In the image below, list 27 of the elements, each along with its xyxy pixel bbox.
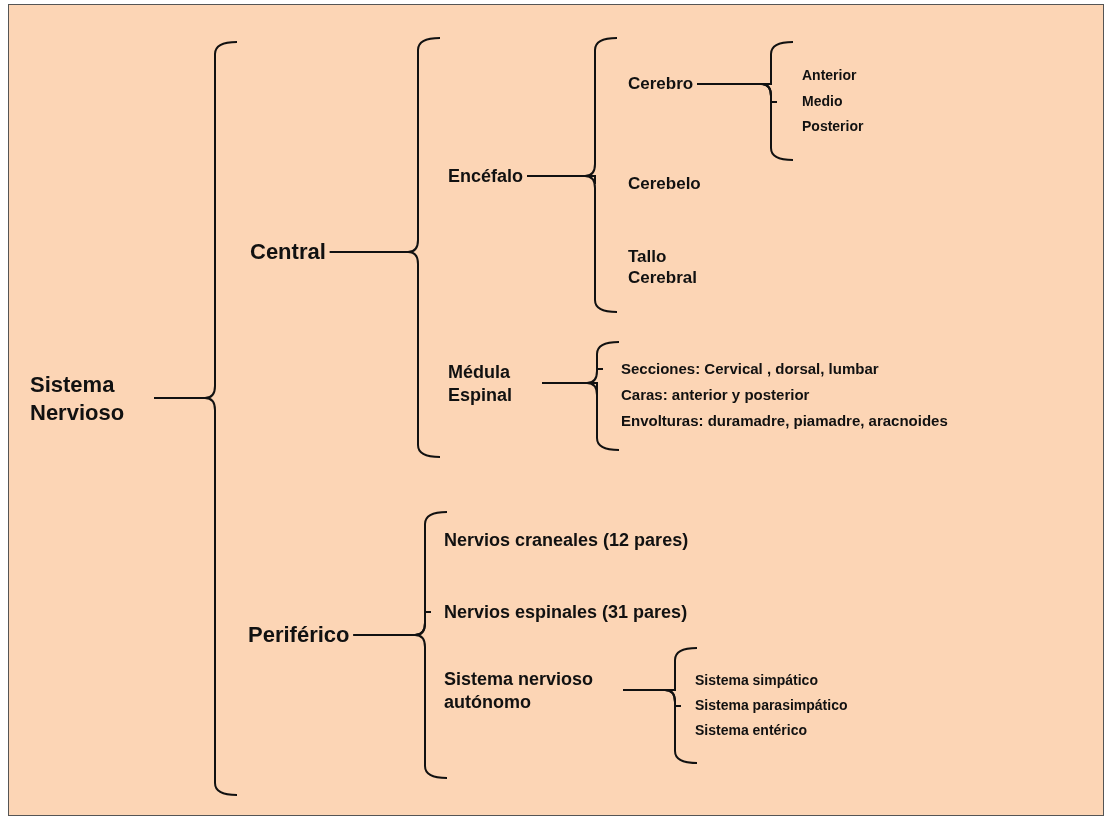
node-label: Nervios craneales (12 pares) — [444, 528, 689, 552]
node-label: Encéfalo — [448, 164, 524, 188]
node-label: Sistema entérico — [695, 722, 808, 740]
node-label: Médula Espinal — [448, 360, 514, 406]
brace-connector — [526, 175, 596, 268]
node-label: Anterior — [802, 67, 857, 85]
node-label: Medio — [802, 93, 843, 111]
node-label: Central — [250, 238, 326, 266]
node-label: Posterior — [802, 118, 864, 136]
node-label: Cerebelo — [628, 173, 701, 195]
brace-connector — [328, 251, 419, 384]
brace-connector — [352, 634, 426, 691]
node-label: Envolturas: duramadre, piamadre, aracnoides — [621, 411, 948, 431]
node-label: Nervios espinales (31 pares) — [444, 600, 688, 624]
brace-connector — [541, 382, 598, 422]
node-label: Tallo Cerebral — [628, 245, 698, 289]
brace-connector — [153, 397, 216, 636]
node-label: Sistema Nervioso — [30, 370, 126, 426]
node-label: Caras: anterior y posterior — [621, 385, 810, 405]
node-label: Secciones: Cervical , dorsal, lumbar — [621, 359, 879, 379]
brace-connector — [696, 83, 772, 128]
node-label: Sistema parasimpático — [695, 697, 848, 715]
node-label: Cerebro — [628, 73, 694, 95]
node-label: Periférico — [248, 621, 350, 649]
brace-connector — [622, 689, 676, 732]
node-label: Sistema simpático — [695, 672, 818, 690]
node-label: Sistema nervioso autónomo — [444, 667, 595, 713]
